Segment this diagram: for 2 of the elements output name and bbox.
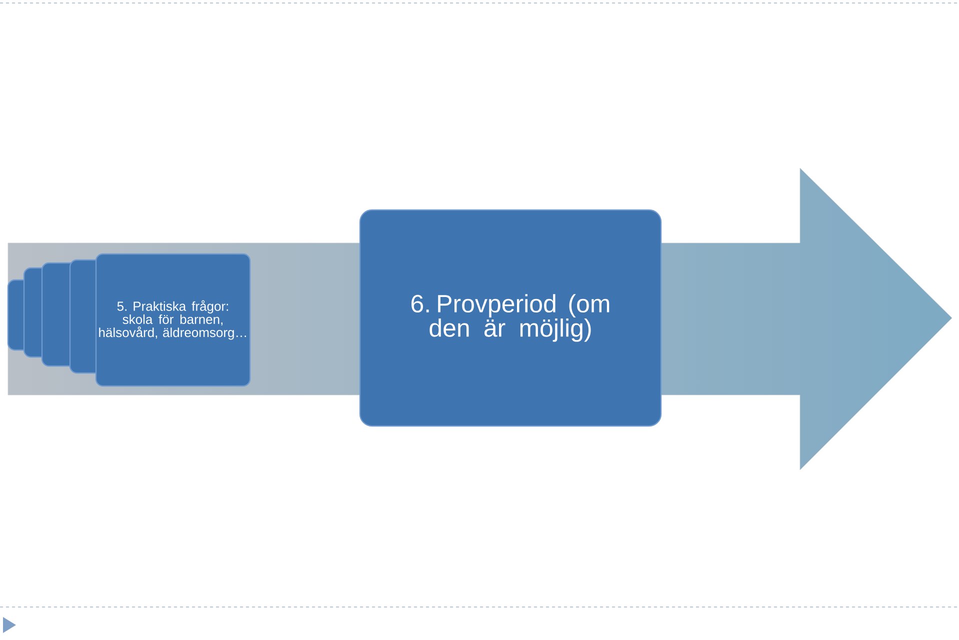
process-box: 5. Praktiska frågor: skola för barnen, hälsovård, äldreomsorg… <box>95 253 251 387</box>
process-box: 6. Provperiod (om den är möjlig) <box>359 209 662 427</box>
